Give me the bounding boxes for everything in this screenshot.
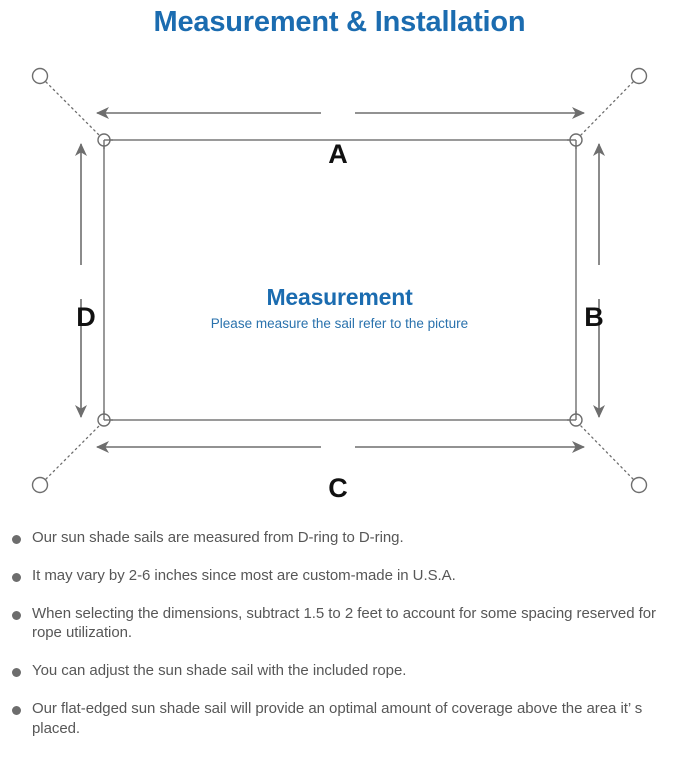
list-item: It may vary by 2-6 inches since most are… xyxy=(0,566,679,586)
bullet-icon xyxy=(12,572,21,582)
anchor-circle-bottom-right xyxy=(630,476,648,494)
bullet-icon xyxy=(12,535,21,544)
list-item: You can adjust the sun shade sail with t… xyxy=(0,661,679,681)
anchor-circle-top-right xyxy=(630,67,648,85)
rope-line-bottom-left xyxy=(45,423,102,480)
diagram-svg xyxy=(31,67,648,494)
title-bar: Measurement & Installation xyxy=(0,0,679,44)
measurement-diagram: Measurement Please measure the sail refe… xyxy=(0,44,679,524)
dimension-label-a: A xyxy=(328,139,348,169)
bullet-icon xyxy=(12,668,21,678)
shade-sail-rectangle xyxy=(103,139,577,421)
note-text: Our flat-edged sun shade sail will provi… xyxy=(32,699,643,737)
dimension-label-d: D xyxy=(76,302,96,332)
rope-line-top-left xyxy=(45,81,102,138)
dimension-label-c: C xyxy=(328,473,348,503)
rope-line-top-right xyxy=(578,81,634,138)
note-text: You can adjust the sun shade sail with t… xyxy=(32,662,407,680)
anchor-points xyxy=(31,67,648,494)
anchor-circle-bottom-left xyxy=(31,476,49,494)
notes-list: Our sun shade sails are measured from D-… xyxy=(0,528,679,757)
rope-lines xyxy=(45,81,634,480)
note-text: When selecting the dimensions, subtract … xyxy=(32,604,656,642)
anchor-circle-top-left xyxy=(31,67,49,85)
list-item: Our sun shade sails are measured from D-… xyxy=(0,528,679,548)
list-item: Our flat-edged sun shade sail will provi… xyxy=(0,699,679,739)
list-item: When selecting the dimensions, subtract … xyxy=(0,604,679,644)
dimension-label-b: B xyxy=(584,302,604,332)
bullet-icon xyxy=(12,705,21,715)
page-title: Measurement & Installation xyxy=(153,5,526,38)
note-text: It may vary by 2-6 inches since most are… xyxy=(32,566,456,584)
rope-line-bottom-right xyxy=(578,423,634,480)
rect-edge-overlay xyxy=(103,139,577,421)
bullet-icon xyxy=(12,610,21,620)
note-text: Our sun shade sails are measured from D-… xyxy=(32,529,404,546)
